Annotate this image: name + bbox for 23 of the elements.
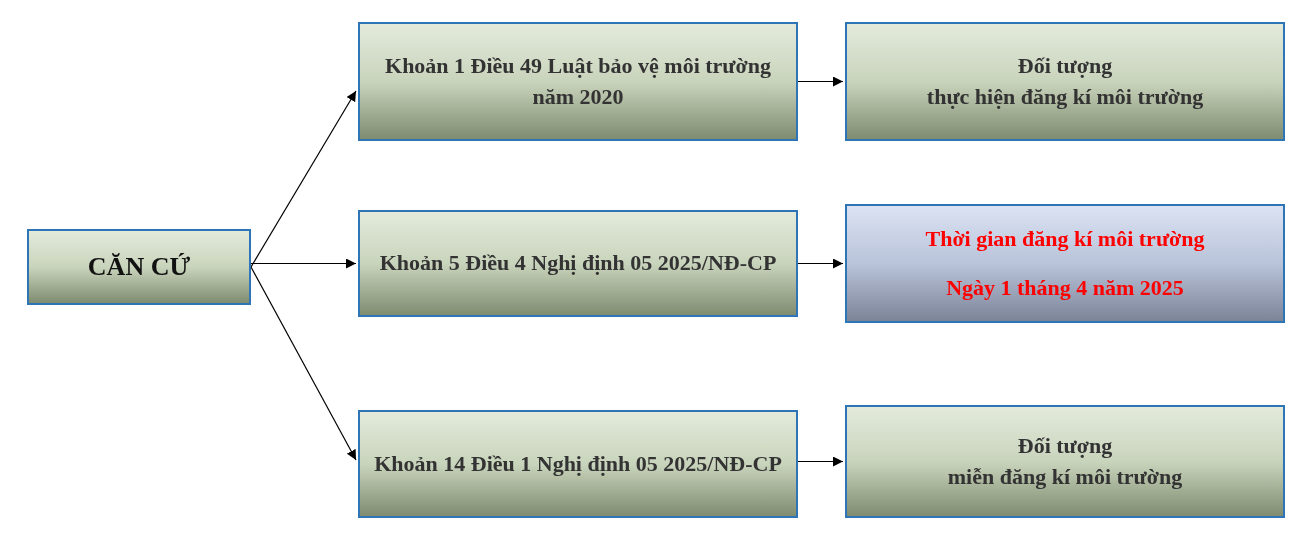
process-box [845, 405, 1285, 518]
arrow [797, 456, 844, 467]
arrow [250, 266, 357, 461]
process-box [27, 229, 251, 305]
process-box [845, 22, 1285, 141]
box-text: Ngày 1 tháng 4 năm 2025 [946, 273, 1184, 302]
box-text: Đối tượng [1017, 431, 1113, 460]
arrow [797, 258, 844, 269]
box-text: Thời gian đăng kí môi trường [925, 224, 1205, 253]
process-box [845, 204, 1285, 323]
box-text: Khoản 14 Điều 1 Nghị định 05 2025/NĐ-CP [374, 449, 782, 478]
process-box [358, 210, 798, 317]
arrow [250, 258, 357, 269]
process-box [358, 22, 798, 141]
arrow [250, 90, 357, 268]
box-text: Đối tượng [1017, 51, 1113, 80]
arrow [797, 76, 844, 87]
box-text: miễn đăng kí môi trường [947, 462, 1183, 491]
process-box [358, 410, 798, 518]
box-text: Khoản 1 Điều 49 Luật bảo vệ môi trường năm 2020 [384, 51, 772, 111]
box-text: thực hiện đăng kí môi trường [926, 82, 1204, 111]
box-text: CĂN CỨ [87, 250, 191, 283]
box-text: Khoản 5 Điều 4 Nghị định 05 2025/NĐ-CP [379, 249, 777, 278]
